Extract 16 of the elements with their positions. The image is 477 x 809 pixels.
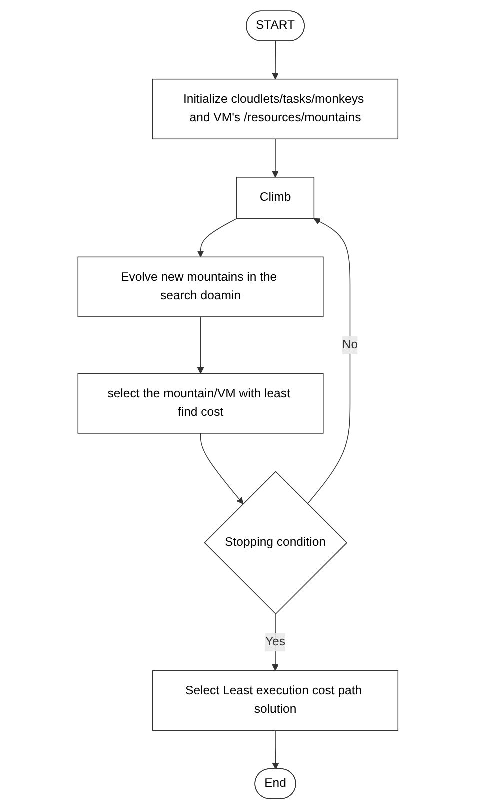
arrow: [272, 613, 280, 671]
arrow: [272, 40, 280, 80]
node-box: Climb: [236, 176, 315, 219]
node-diamond: Stopping condition: [204, 470, 348, 614]
arrow: [198, 218, 238, 257]
node-box: Select Least execution cost path solution: [152, 670, 399, 731]
node-box: Evolve new mountains in the search doamin: [78, 256, 324, 317]
node-box: select the mountain/VM with least find cost: [78, 372, 324, 434]
arrow: [200, 432, 244, 504]
arrow: [272, 138, 280, 178]
edge-label: No: [342, 338, 358, 351]
arrow: [308, 218, 351, 504]
arrow: [272, 730, 280, 770]
node-box: Initialize cloudlets/tasks/monkeys and VM's /resources/mountains: [152, 78, 399, 140]
edge-label: Yes: [266, 635, 286, 648]
arrow: [198, 316, 204, 374]
